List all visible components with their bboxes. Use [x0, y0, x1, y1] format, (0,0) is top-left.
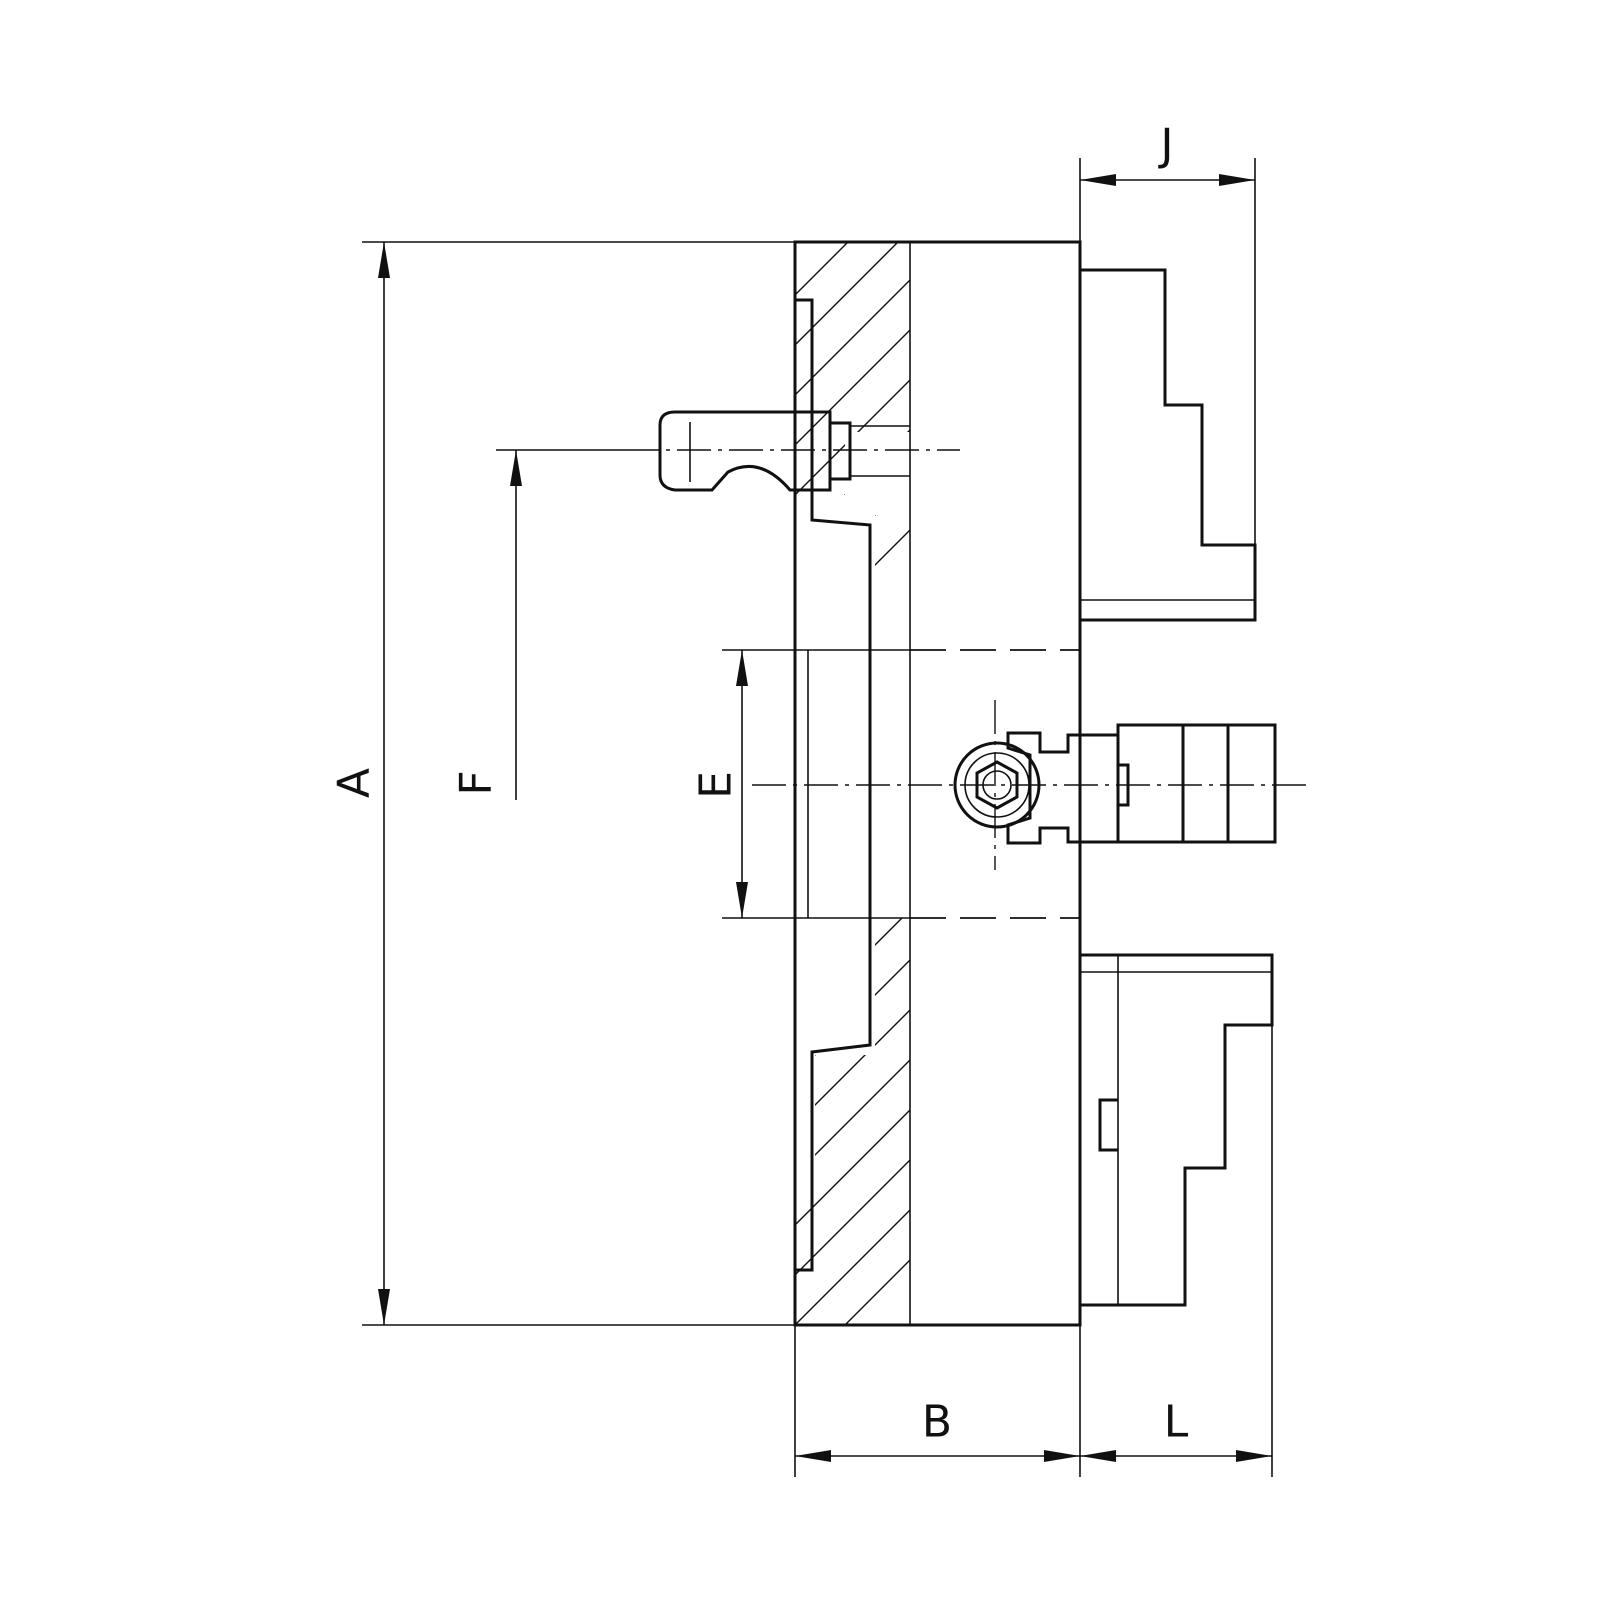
mounting-bolt: [625, 410, 960, 492]
dim-a-label: A: [329, 768, 380, 798]
dimension-l: L: [1080, 1025, 1273, 1477]
hex-socket-icon: [975, 760, 1019, 810]
dim-l-label: L: [1164, 1397, 1189, 1448]
dim-e-arrow-bottom: [736, 882, 748, 918]
dimension-e: E: [691, 649, 875, 919]
dim-f-label: F: [451, 770, 502, 795]
dim-a-arrow-top: [378, 242, 390, 278]
dimension-j: J: [1079, 120, 1256, 545]
dimension-b: B: [794, 1325, 1081, 1477]
bottom-jaw-notch: [1098, 1098, 1118, 1152]
middle-jaw: [953, 700, 1277, 870]
bolt-neck: [828, 421, 852, 481]
bolt-head: [658, 410, 832, 492]
bore-hidden-lines: [910, 649, 1080, 919]
dim-j-label: J: [1158, 120, 1174, 171]
dim-b-label: B: [922, 1397, 952, 1448]
dim-f-arrow: [510, 450, 522, 486]
dim-e-arrow-top: [736, 650, 748, 686]
dim-a-arrow-bottom: [378, 1289, 390, 1325]
top-jaw: [1080, 268, 1257, 622]
dim-l-arrow-left: [1080, 1450, 1116, 1462]
dimension-f: F: [451, 449, 625, 800]
dim-e-label: E: [691, 771, 742, 799]
dim-j-arrow-right: [1219, 174, 1255, 186]
dim-b-arrow-right: [1044, 1450, 1080, 1462]
jaw-screw-housing: [1006, 731, 1118, 845]
dim-b-arrow-left: [795, 1450, 831, 1462]
dim-j-arrow-left: [1080, 174, 1116, 186]
chuck-body: [793, 240, 1082, 1327]
top-jaw-outline: [1080, 268, 1257, 622]
dim-l-arrow-right: [1236, 1450, 1272, 1462]
bottom-jaw-outline: [1080, 953, 1274, 1307]
dimension-a: A: [329, 241, 795, 1326]
bottom-jaw: [1080, 953, 1274, 1307]
middle-jaw-block: [1116, 723, 1277, 844]
body-outline: [793, 240, 1082, 1327]
